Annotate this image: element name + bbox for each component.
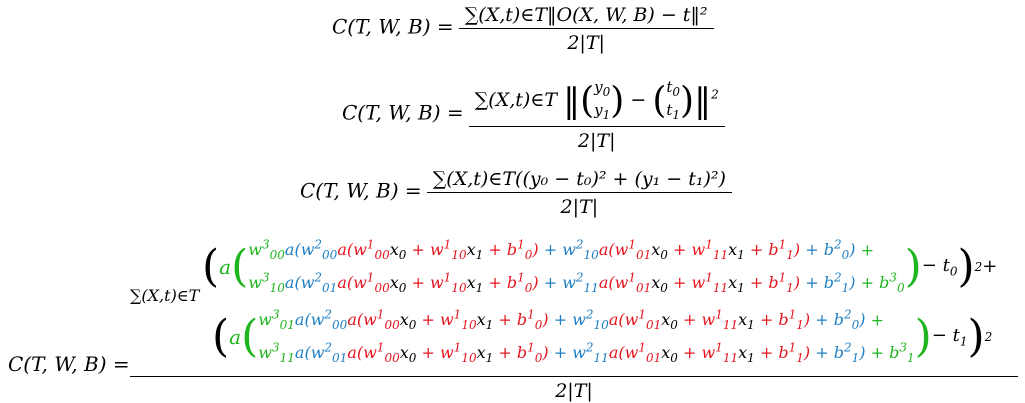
equation-2-sum: ∑(X,t)∈T bbox=[474, 89, 558, 111]
equation-4-sum: ∑(X,t)∈T bbox=[130, 286, 200, 305]
equation-3-numerator: ∑(X,t)∈T((y₀ − t₀)² + (y₁ − t₁)²) bbox=[432, 168, 726, 190]
equation-4-lhs: C(T, W, B) = bbox=[8, 352, 130, 376]
equation-2-lhs: C(T, W, B) = bbox=[342, 100, 464, 125]
equation-4-numerator: ∑(X,t)∈T (a( w300a(w200a(w100x0 + w110x1… bbox=[130, 238, 998, 366]
equation-1-fraction: ∑(X,t)∈T‖O(X, W, B) − t‖² 2|T| bbox=[458, 4, 714, 54]
equation-2-denominator: 2|T| bbox=[577, 130, 616, 152]
equation-1-denominator: 2|T| bbox=[567, 32, 605, 54]
equation-3-denominator: 2|T| bbox=[560, 196, 599, 218]
equation-4-denominator: 2|T| bbox=[555, 380, 593, 402]
equation-3: C(T, W, B) = ∑(X,t)∈T((y₀ − t₀)² + (y₁ −… bbox=[300, 168, 732, 218]
equation-1-lhs: C(T, W, B) = bbox=[332, 14, 454, 39]
equation-4: C(T, W, B) = ∑(X,t)∈T (a( w300a(w200a(w1… bbox=[8, 234, 1020, 402]
equation-1-numerator: ∑(X,t)∈T‖O(X, W, B) − t‖² bbox=[464, 4, 708, 26]
equation-3-fraction: ∑(X,t)∈T((y₀ − t₀)² + (y₁ − t₁)²) 2|T| bbox=[426, 168, 732, 218]
equation-1: C(T, W, B) = ∑(X,t)∈T‖O(X, W, B) − t‖² 2… bbox=[332, 4, 714, 54]
equation-3-lhs: C(T, W, B) = bbox=[300, 178, 422, 203]
